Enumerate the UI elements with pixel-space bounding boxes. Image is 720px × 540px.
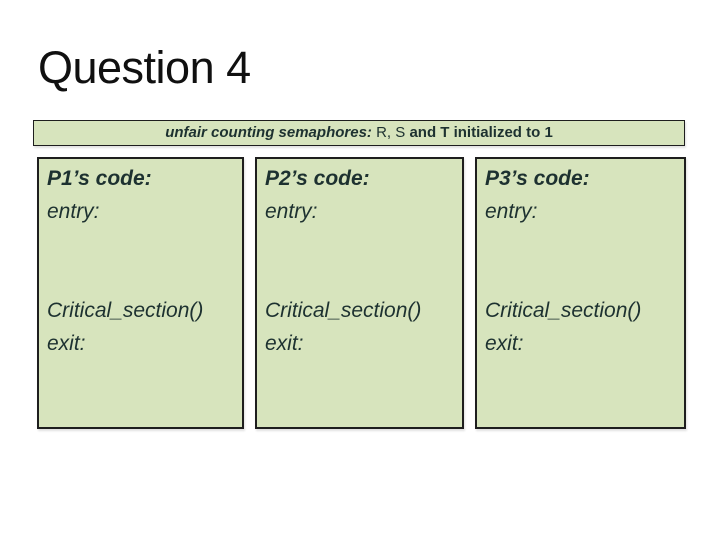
code-line-critical-section: Critical_section() xyxy=(485,299,642,322)
code-box-p1: P1’s code: entry: Critical_section() exi… xyxy=(37,157,244,429)
code-box-p2: P2’s code: entry: Critical_section() exi… xyxy=(255,157,464,429)
code-line-critical-section: Critical_section() xyxy=(265,299,422,322)
box-title-p2: P2’s code: xyxy=(265,167,370,190)
instruction-banner: unfair counting semaphores: R, S and T i… xyxy=(33,120,685,146)
code-line-entry: entry: xyxy=(265,200,318,223)
slide-title: Question 4 xyxy=(38,42,251,93)
box-title-p1: P1’s code: xyxy=(47,167,152,190)
banner-italic-text: unfair counting semaphores: xyxy=(165,124,372,141)
banner-bold-text: and T initialized to 1 xyxy=(409,124,553,141)
code-line-exit: exit: xyxy=(265,332,304,355)
code-line-entry: entry: xyxy=(47,200,100,223)
banner-semaphore-names: R, S xyxy=(371,124,410,141)
code-line-critical-section: Critical_section() xyxy=(47,299,204,322)
code-line-entry: entry: xyxy=(485,200,538,223)
code-line-exit: exit: xyxy=(485,332,524,355)
code-line-exit: exit: xyxy=(47,332,86,355)
code-box-p3: P3’s code: entry: Critical_section() exi… xyxy=(475,157,686,429)
box-title-p3: P3’s code: xyxy=(485,167,590,190)
